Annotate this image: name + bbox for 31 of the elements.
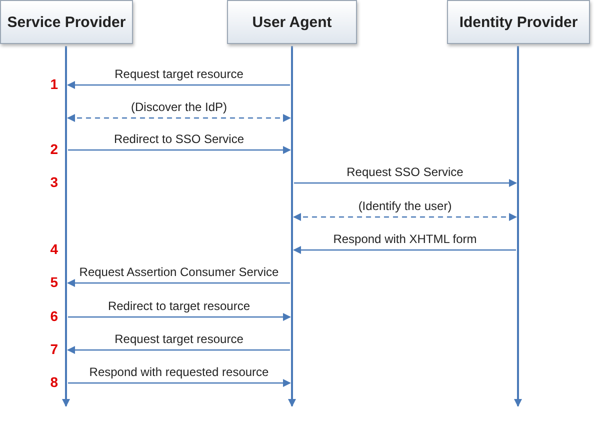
message-arrow bbox=[293, 213, 517, 221]
edge-label: Redirect to target resource bbox=[108, 299, 250, 313]
step-number: 2 bbox=[49, 141, 58, 157]
edge-label: Request SSO Service bbox=[346, 165, 464, 179]
edge-label: Respond with requested resource bbox=[89, 365, 269, 379]
edge-label: Request target resource bbox=[114, 67, 244, 81]
message-arrow bbox=[68, 313, 291, 321]
message-arrow bbox=[68, 379, 291, 387]
participant-box: Identity Provider bbox=[447, 0, 590, 44]
message-arrow bbox=[68, 146, 291, 154]
participant-box: Service Provider bbox=[0, 0, 133, 44]
step-number: 8 bbox=[49, 374, 58, 390]
edge-label: Request target resource bbox=[114, 332, 244, 346]
message-arrow bbox=[67, 346, 290, 354]
edge-label: (Identify the user) bbox=[358, 199, 452, 213]
message-arrow bbox=[67, 114, 291, 122]
step-number: 1 bbox=[49, 76, 58, 92]
step-number: 6 bbox=[49, 308, 58, 324]
participant-box: User Agent bbox=[227, 0, 357, 44]
message-arrow bbox=[294, 179, 517, 187]
message-arrow bbox=[293, 246, 516, 254]
message-arrow bbox=[67, 81, 290, 89]
edge-label: Redirect to SSO Service bbox=[114, 132, 244, 146]
edge-label: (Discover the IdP) bbox=[130, 100, 228, 114]
step-number: 4 bbox=[49, 241, 58, 257]
edge-label: Respond with XHTML form bbox=[333, 232, 477, 246]
edge-label: Request Assertion Consumer Service bbox=[79, 265, 279, 279]
step-number: 7 bbox=[49, 341, 58, 357]
step-number: 5 bbox=[49, 274, 58, 290]
message-arrow bbox=[67, 279, 290, 287]
step-number: 3 bbox=[49, 174, 58, 190]
